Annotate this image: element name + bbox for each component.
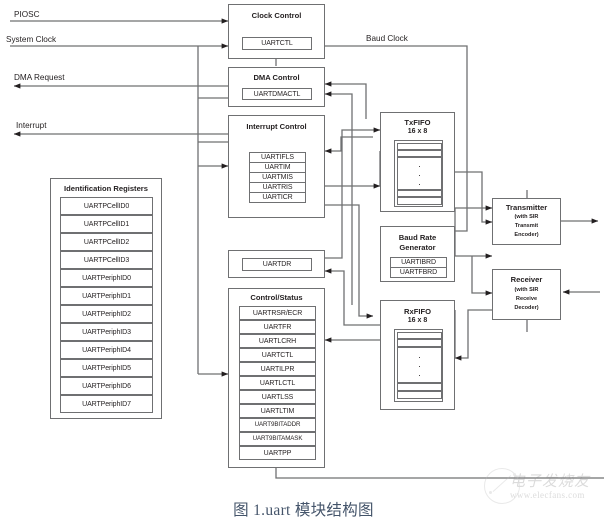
tx-fifo-cell: [397, 190, 442, 197]
register-uarticr: UARTICR: [249, 192, 306, 203]
receiver-sub3: Decoder): [514, 305, 539, 311]
register-uartpcellid2: UARTPCellID2: [60, 233, 153, 251]
tx-fifo-ellipsis: ·: [418, 161, 421, 171]
register-uartfr: UARTFR: [239, 320, 316, 334]
register-uartltim: UARTLTIM: [239, 404, 316, 418]
block-receiver: Receiver (with SIR Receive Decoder): [492, 269, 561, 320]
rx-fifo-stack: · · ·: [394, 329, 443, 402]
rx-fifo-ellipsis: ·: [418, 361, 421, 371]
register-uartperiphid1: UARTPeriphID1: [60, 287, 153, 305]
tx-fifo-cell: [397, 143, 442, 150]
block-transmitter: Transmitter (with SIR Transmit Encoder): [492, 198, 561, 245]
tx-fifo-ellipsis: ·: [418, 179, 421, 189]
register-uartperiphid6: UARTPeriphID6: [60, 377, 153, 395]
block-data-register: UARTDR: [228, 250, 325, 278]
rx-fifo-title: RxFIFO: [403, 307, 431, 316]
rx-fifo-cell: [397, 391, 442, 399]
block-tx-fifo: TxFIFO 16 x 8 · · ·: [380, 112, 455, 212]
rx-fifo-cell: [397, 332, 442, 339]
block-control-status: Control/Status UARTRSR/ECR UARTFR UARTLC…: [228, 288, 325, 468]
signal-label-piosc: PIOSC: [14, 10, 40, 19]
block-rx-fifo: RxFIFO 16 x 8 · · ·: [380, 300, 455, 410]
identification-registers-title: Identification Registers: [64, 184, 148, 193]
register-uartpcellid3: UARTPCellID3: [60, 251, 153, 269]
tx-fifo-stack: · · ·: [394, 140, 443, 207]
signal-label-dma-request: DMA Request: [14, 73, 65, 82]
receiver-sub2: Receive: [515, 296, 538, 302]
register-uartctl-clock: UARTCTL: [242, 37, 312, 50]
clock-control-title: Clock Control: [251, 11, 302, 20]
register-uartperiphid7: UARTPeriphID7: [60, 395, 153, 413]
rx-fifo-subtitle: 16 x 8: [407, 317, 428, 324]
register-uart9bitaddr: UART9BITADDR: [239, 418, 316, 432]
signal-label-system-clock: System Clock: [6, 35, 57, 44]
register-uartperiphid5: UARTPeriphID5: [60, 359, 153, 377]
rx-fifo-cell: [397, 339, 442, 347]
block-baud-rate-generator: Baud Rate Generator UARTIBRD UARTFBRD: [380, 226, 455, 282]
tx-fifo-ellipsis: ·: [418, 170, 421, 180]
register-uartpcellid0: UARTPCellID0: [60, 197, 153, 215]
register-uartlctl: UARTLCTL: [239, 376, 316, 390]
register-uartpp: UARTPP: [239, 446, 316, 460]
register-uartilpr: UARTILPR: [239, 362, 316, 376]
control-status-title: Control/Status: [250, 293, 303, 302]
register-uartperiphid3: UARTPeriphID3: [60, 323, 153, 341]
receiver-sub1: (with SIR: [514, 287, 539, 293]
transmitter-sub1: (with SIR: [514, 214, 539, 220]
register-uartperiphid2: UARTPeriphID2: [60, 305, 153, 323]
block-dma-control: DMA Control UARTDMACTL: [228, 67, 325, 107]
tx-fifo-title: TxFIFO: [404, 118, 431, 127]
rx-fifo-ellipsis: ·: [418, 370, 421, 380]
transmitter-title: Transmitter: [505, 203, 548, 212]
register-uartperiphid0: UARTPeriphID0: [60, 269, 153, 287]
transmitter-sub3: Encoder): [514, 232, 539, 238]
tx-fifo-cell-middle: · · ·: [397, 157, 442, 190]
interrupt-control-title: Interrupt Control: [246, 122, 307, 131]
register-uartdr: UARTDR: [242, 258, 312, 271]
tx-fifo-cell: [397, 197, 442, 205]
tx-fifo-subtitle: 16 x 8: [407, 128, 428, 135]
baud-rate-generator-title-line2: Generator: [399, 243, 436, 252]
register-uartfbrd: UARTFBRD: [390, 267, 447, 278]
register-uartdmactl: UARTDMACTL: [242, 88, 312, 100]
transmitter-sub2: Transmit: [514, 223, 539, 229]
receiver-title: Receiver: [510, 275, 543, 284]
figure-caption: 图 1.uart 模块结构图: [233, 502, 374, 519]
baud-rate-generator-title-line1: Baud Rate: [398, 233, 437, 242]
block-identification-registers: Identification Registers UARTPCellID0 UA…: [50, 178, 162, 419]
register-uartlss: UARTLSS: [239, 390, 316, 404]
register-uartperiphid4: UARTPeriphID4: [60, 341, 153, 359]
register-uartctl-status: UARTCTL: [239, 348, 316, 362]
rx-fifo-cell: [397, 383, 442, 391]
block-clock-control: Clock Control UARTCTL: [228, 4, 325, 59]
register-uart9bitamask: UART9BITAMASK: [239, 432, 316, 446]
tx-fifo-cell: [397, 150, 442, 157]
signal-label-baud-clock: Baud Clock: [366, 34, 408, 43]
dma-control-title: DMA Control: [253, 73, 300, 82]
register-uartpcellid1: UARTPCellID1: [60, 215, 153, 233]
rx-fifo-cell-middle: · · ·: [397, 347, 442, 383]
block-interrupt-control: Interrupt Control UARTIFLS UARTIM UARTMI…: [228, 115, 325, 218]
signal-label-interrupt: Interrupt: [16, 121, 47, 130]
rx-fifo-ellipsis: ·: [418, 352, 421, 362]
register-uartlcrh: UARTLCRH: [239, 334, 316, 348]
register-uartrsr-ecr: UARTRSR/ECR: [239, 306, 316, 320]
